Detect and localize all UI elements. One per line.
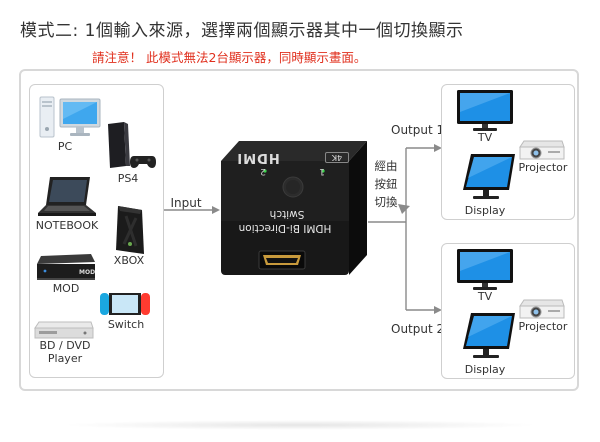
source-label-mod: MOD: [52, 282, 80, 295]
output-2-label: Output 2: [391, 322, 445, 336]
svg-text:MOD: MOD: [79, 269, 95, 276]
toggle-note-line-1: 經由: [374, 159, 398, 173]
mod-icon: MOD: [37, 254, 95, 280]
display-label-output-2: Display: [464, 363, 506, 376]
nintendo-switch-icon: [100, 293, 150, 315]
output-1-label: Output 1: [391, 123, 445, 137]
input-label: Input: [170, 196, 202, 210]
warning-note: 請注意！ 此模式無法2台顯示器，同時顯示畫面。: [92, 50, 367, 65]
output-connectors: [368, 144, 442, 314]
display-icon-output-1: [463, 154, 515, 199]
source-label-switch: Switch: [107, 318, 145, 331]
display-label-output-1: Display: [464, 204, 506, 217]
pc-icon: [39, 96, 101, 138]
display-icon-output-2: [463, 313, 515, 358]
source-label-ps4: PS4: [117, 172, 139, 185]
switch-port-2-label: 2: [260, 166, 266, 176]
tv-icon-output-2: [457, 249, 513, 290]
switch-4k-badge: 4K: [325, 152, 349, 163]
source-label-bd-dvd-text: BD / DVD Player: [39, 339, 91, 365]
tv-label-output-2: TV: [477, 290, 493, 303]
tv-icon-output-1: [457, 90, 513, 131]
switch-text-line-1: HDMI Bi-Direction: [238, 222, 332, 234]
projector-label-output-2: Projector: [518, 320, 568, 333]
switch-port-1-label: 1: [319, 166, 325, 176]
projector-icon-output-2: [519, 299, 565, 319]
ps4-icon: [108, 122, 156, 168]
bd-dvd-player-icon: [34, 321, 94, 339]
input-connector: [164, 206, 220, 214]
frame-shadow: [60, 420, 540, 430]
toggle-note-line-3: 切換: [374, 195, 398, 209]
hdmi-switch-device: [221, 141, 367, 275]
switch-text-line-2: Switch: [269, 208, 305, 220]
toggle-note-line-2: 按鈕: [374, 177, 398, 191]
projector-label-output-1: Projector: [518, 161, 568, 174]
tv-label-output-1: TV: [477, 131, 493, 144]
source-label-pc: PC: [57, 140, 73, 153]
source-label-xbox: XBOX: [113, 254, 145, 267]
switch-logo: HDMI: [236, 150, 280, 165]
diagram-title: 模式二: 1個輸入來源，選擇兩個顯示器其中一個切換顯示: [20, 21, 464, 41]
toggle-note: 經由 按鈕 切換: [369, 157, 403, 211]
xbox-icon: [116, 206, 144, 254]
projector-icon-output-1: [519, 140, 565, 160]
source-label-notebook: NOTEBOOK: [35, 219, 99, 232]
source-label-bd-dvd: BD / DVD Player: [30, 339, 100, 365]
notebook-icon: [38, 177, 96, 216]
